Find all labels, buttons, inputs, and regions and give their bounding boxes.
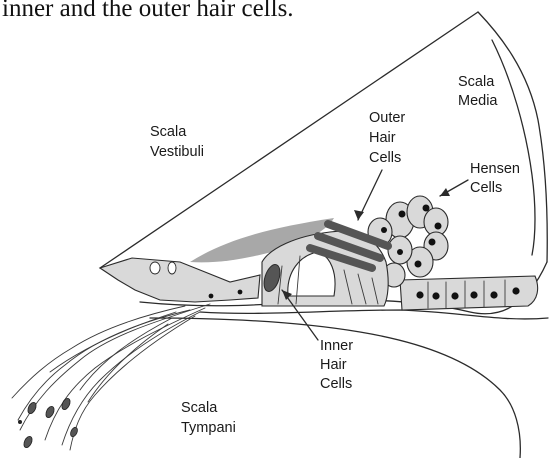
limbus-nucleus [209,294,214,299]
stria-outer-wall [478,12,547,262]
limbus-cell-1 [150,262,160,274]
stria-inner-wall [492,40,535,255]
limbus-cell-2 [168,262,176,274]
scala-vestibuli-label: Scala Vestibuli [150,124,204,160]
hensen-cells-label: Hensen Cells [470,161,524,196]
outer-hair-cells-label: Outer Hair Cells [369,110,409,166]
limbus-nucleus [238,290,243,295]
hensen-cells-arrowhead [440,188,450,196]
inner-hair-cells-label: Inner Hair Cells [320,338,357,392]
scala-media-label: Scala Media [458,74,498,109]
spiral-limbus [100,258,260,302]
basilar-membrane-bottom [200,310,548,319]
scala-tympani-label: Scala Tympani [181,400,236,436]
